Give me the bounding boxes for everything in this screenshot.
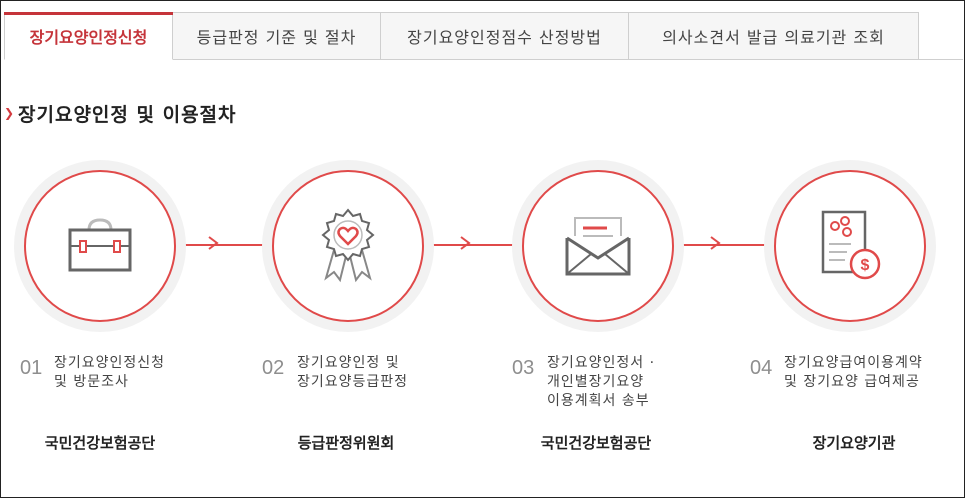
step-3-organization: 국민건강보험공단 [540, 434, 652, 452]
step-4-line-2: 및 장기요양 급여제공 [784, 374, 920, 390]
process-steps: $ 01 장기요양인정신청 및 방문조사 국민건강보험공단 02 장기요양인정 … [0, 160, 967, 460]
step-4-circle: $ [764, 160, 936, 332]
step-1-line-2: 및 방문조사 [54, 374, 129, 390]
step-3-ring [522, 170, 674, 322]
step-2-organization: 등급판정위원회 [297, 434, 395, 452]
step-4-organization: 장기요양기관 [812, 434, 896, 452]
step-4-ring: $ [774, 170, 926, 322]
step-1-number: 01 [20, 357, 43, 379]
connector-line-1 [162, 244, 272, 246]
tab-grade-criteria[interactable]: 등급판정 기준 및 절차 [173, 12, 381, 60]
tab-bar: 장기요양인정신청 등급판정 기준 및 절차 장기요양인정점수 산정방법 의사소견… [4, 12, 963, 60]
document-money-icon: $ [821, 210, 881, 280]
bullet-arrow-icon: ❯ [4, 106, 15, 120]
step-1-description: 장기요양인정신청 및 방문조사 [54, 354, 165, 392]
step-1-line-1: 장기요양인정신청 [54, 355, 166, 371]
step-3-line-3: 이용계획서 송부 [547, 393, 650, 409]
step-2-circle [262, 160, 434, 332]
briefcase-icon [68, 218, 132, 272]
svg-text:$: $ [861, 257, 870, 274]
step-1-circle [14, 160, 186, 332]
step-1-ring [24, 170, 176, 322]
envelope-icon [565, 217, 631, 276]
tab-score-calculation[interactable]: 장기요양인정점수 산정방법 [381, 12, 629, 60]
section-heading: ❯ 장기요양인정 및 이용절차 [4, 100, 237, 126]
section-title: 장기요양인정 및 이용절차 [18, 103, 237, 126]
step-2-line-1: 장기요양인정 및 [297, 355, 400, 371]
tab-long-term-care-application[interactable]: 장기요양인정신청 [4, 12, 173, 60]
step-2-description: 장기요양인정 및 장기요양등급판정 [297, 354, 408, 392]
step-1-organization: 국민건강보험공단 [44, 434, 156, 452]
award-ribbon-icon [321, 208, 375, 283]
step-2-line-2: 장기요양등급판정 [297, 374, 409, 390]
step-3-line-1: 장기요양인정서 · [547, 355, 656, 371]
step-4-description: 장기요양급여이용계약 및 장기요양 급여제공 [784, 354, 923, 392]
step-3-circle [512, 160, 684, 332]
step-3-line-2: 개인별장기요양 [547, 374, 645, 390]
tab-medical-institution-search[interactable]: 의사소견서 발급 의료기관 조회 [629, 12, 919, 60]
step-3-description: 장기요양인정서 · 개인별장기요양 이용계획서 송부 [547, 354, 655, 411]
chevron-right-icon [460, 236, 471, 250]
step-2-ring [272, 170, 424, 322]
chevron-right-icon [710, 236, 721, 250]
step-3-number: 03 [512, 357, 535, 379]
step-4-line-1: 장기요양급여이용계약 [784, 355, 923, 371]
step-2-number: 02 [262, 357, 285, 379]
chevron-right-icon [208, 236, 219, 250]
step-4-number: 04 [750, 357, 773, 379]
